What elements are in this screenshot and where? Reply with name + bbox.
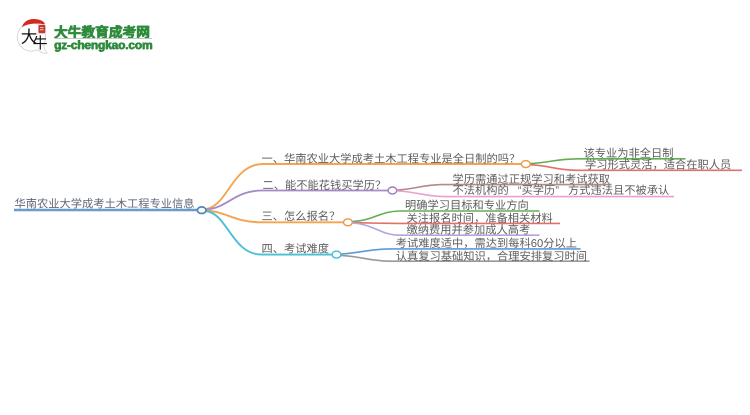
svg-text:一、华南农业大学成考土木工程专业是全日制的吗？: 一、华南农业大学成考土木工程专业是全日制的吗？ <box>262 152 521 165</box>
svg-text:二、能不能花钱买学历？: 二、能不能花钱买学历？ <box>263 179 387 192</box>
svg-text:缴纳费用并参加成人高考: 缴纳费用并参加成人高考 <box>407 224 531 237</box>
svg-text:牛: 牛 <box>33 35 48 52</box>
svg-text:关注报名时间，准备相关材料: 关注报名时间，准备相关材料 <box>407 212 553 225</box>
svg-text:该专业为非全日制: 该专业为非全日制 <box>584 147 674 160</box>
svg-text:明确学习目标和专业方向: 明确学习目标和专业方向 <box>405 199 529 212</box>
svg-text:学习形式灵活，适合在职人员: 学习形式灵活，适合在职人员 <box>585 159 731 172</box>
svg-text:华南农业大学成考土木工程专业信息: 华南农业大学成考土木工程专业信息 <box>15 197 195 210</box>
svg-text:考试难度适中，需达到每科60分以上: 考试难度适中，需达到每科60分以上 <box>396 237 577 250</box>
svg-text:四、考试难度: 四、考试难度 <box>262 243 330 256</box>
svg-text:学历需通过正规学习和考试获取: 学历需通过正规学习和考试获取 <box>453 173 611 186</box>
svg-text:三、怎么报名？: 三、怎么报名？ <box>262 210 341 223</box>
svg-text:认真复习基础知识，合理安排复习时间: 认真复习基础知识，合理安排复习时间 <box>396 250 587 263</box>
svg-text:大: 大 <box>21 27 38 46</box>
